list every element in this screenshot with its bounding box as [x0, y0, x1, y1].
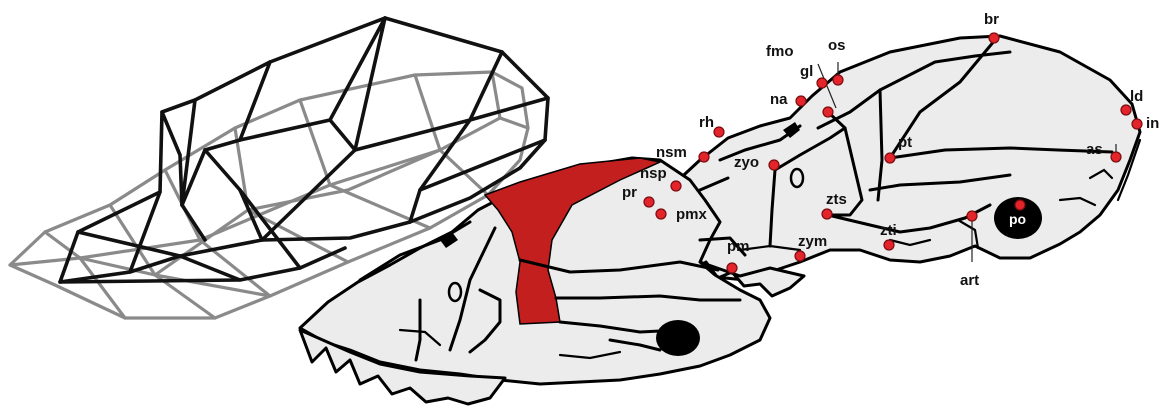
landmark-label-pr: pr — [622, 184, 637, 201]
landmark-label-zts: zts — [826, 191, 847, 208]
landmark-label-pm: pm — [727, 238, 750, 255]
skull-front — [300, 158, 770, 404]
landmark-dot-os — [833, 75, 843, 85]
landmark-dot-zyo — [769, 160, 779, 170]
landmark-label-as: as — [1086, 141, 1103, 158]
landmark-label-br: br — [984, 11, 999, 28]
landmark-dot-nsp — [671, 181, 681, 191]
landmark-label-art: art — [960, 272, 979, 289]
skull-back-foramen — [791, 169, 803, 187]
landmark-label-na: na — [770, 91, 788, 108]
landmark-label-nsp: nsp — [640, 165, 667, 182]
landmark-dot-in — [1132, 119, 1142, 129]
landmark-dot-pt — [885, 153, 895, 163]
skull-back — [638, 36, 1140, 296]
landmark-dot-as — [1111, 152, 1121, 162]
landmark-dot-fmo — [823, 107, 833, 117]
landmark-dot-po — [1015, 200, 1025, 210]
landmark-label-zym: zym — [798, 233, 827, 250]
landmark-label-gl: gl — [800, 63, 813, 80]
landmark-label-zti: zti — [880, 222, 897, 239]
landmark-label-rh: rh — [699, 114, 714, 131]
landmark-dot-br — [989, 33, 999, 43]
skull-front-foramen — [449, 283, 461, 301]
landmark-label-os: os — [828, 37, 846, 54]
landmark-label-pmx: pmx — [676, 206, 708, 223]
landmark-dot-pm — [727, 263, 737, 273]
landmark-dot-zym — [795, 251, 805, 261]
landmark-dot-pmx — [656, 209, 666, 219]
landmark-dot-nsm — [699, 152, 709, 162]
landmark-dot-rh — [714, 127, 724, 137]
skull-front-auditory-opening — [656, 320, 700, 356]
landmark-dot-na — [796, 96, 806, 106]
landmark-label-fmo: fmo — [766, 43, 794, 60]
landmark-dot-art — [967, 211, 977, 221]
landmark-label-in: in — [1146, 115, 1159, 132]
landmark-dot-ld — [1121, 105, 1131, 115]
landmark-label-po: po — [1009, 211, 1026, 227]
landmark-label-pt: pt — [898, 134, 912, 151]
landmark-label-zyo: zyo — [734, 154, 759, 171]
landmark-label-ld: ld — [1130, 88, 1143, 105]
landmark-label-nsm: nsm — [656, 144, 687, 161]
landmark-dot-pr — [644, 197, 654, 207]
landmark-dot-zts — [822, 209, 832, 219]
landmark-dot-zti — [884, 240, 894, 250]
landmark-dot-gl — [817, 78, 827, 88]
